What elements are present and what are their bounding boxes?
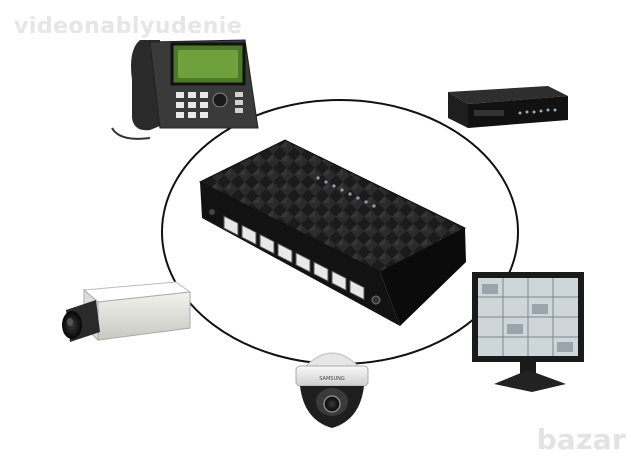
bazar-logo: bazar: [536, 423, 626, 456]
nvr-recorder: [448, 86, 568, 128]
camera-lens: [62, 311, 82, 339]
box-camera: [62, 281, 192, 342]
switch-ports: [223, 215, 365, 301]
dome-camera: SAMSUNG: [295, 352, 369, 428]
camera-brand-label: SAMSUNG: [319, 376, 345, 382]
watermark: videonablyudenie: [14, 14, 243, 39]
ip-phone: [111, 39, 259, 140]
network-switch: [198, 139, 467, 326]
switch-leds: [316, 176, 376, 208]
cctv-monitor: [472, 272, 584, 392]
